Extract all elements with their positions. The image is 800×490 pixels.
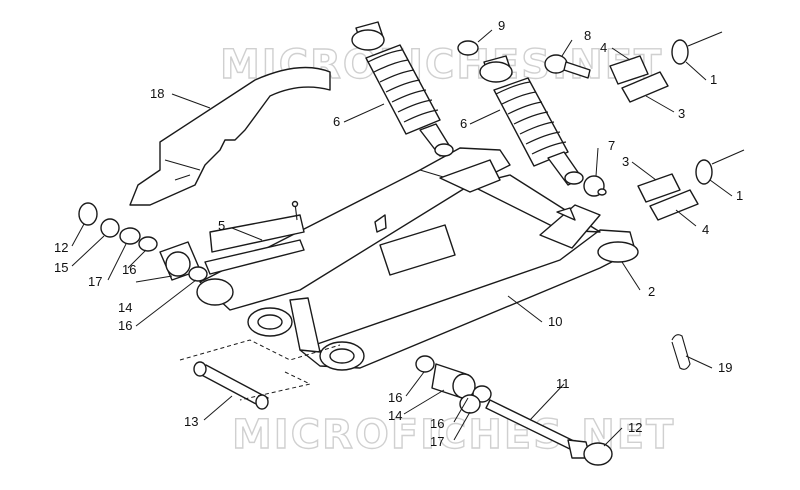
callout-12: 12 xyxy=(628,420,642,435)
callout-3: 3 xyxy=(678,106,685,121)
callout-16: 16 xyxy=(388,390,402,405)
callout-7: 7 xyxy=(608,138,615,153)
callout-15: 15 xyxy=(54,260,68,275)
top-right-hardware xyxy=(457,31,723,103)
callout-16: 16 xyxy=(430,416,444,431)
mid-right-hardware xyxy=(583,149,745,221)
clip-part-19 xyxy=(671,334,691,370)
callout-16: 16 xyxy=(122,262,136,277)
callout-16: 16 xyxy=(118,318,132,333)
callout-4: 4 xyxy=(702,222,709,237)
callout-9: 9 xyxy=(498,18,505,33)
callout-1: 1 xyxy=(736,188,743,203)
callout-4: 4 xyxy=(600,40,607,55)
swingarm-part-10 xyxy=(196,147,636,371)
chain-guard-detail xyxy=(164,159,201,181)
callout-6: 6 xyxy=(333,114,340,129)
callout-17: 17 xyxy=(430,434,444,449)
callout-12: 12 xyxy=(54,240,68,255)
callout-14: 14 xyxy=(118,300,132,315)
chain-guard-part-18 xyxy=(129,66,331,206)
callout-13: 13 xyxy=(184,414,198,429)
shock-absorber-left-part-6 xyxy=(351,21,454,157)
callout-11: 11 xyxy=(556,376,570,391)
callout-8: 8 xyxy=(584,28,591,43)
callout-2: 2 xyxy=(648,284,655,299)
callout-14: 14 xyxy=(388,408,402,423)
callout-labels: 9 8 4 1 3 18 6 6 7 3 1 4 5 12 15 17 16 1… xyxy=(54,18,743,449)
cap-part-12 xyxy=(583,442,613,466)
callout-18: 18 xyxy=(150,86,164,101)
right-pivot-hardware xyxy=(415,355,492,414)
bracket-part-5 xyxy=(204,200,305,275)
shock-absorber-right-part-6 xyxy=(479,55,584,186)
callout-17: 17 xyxy=(88,274,102,289)
leader-lines xyxy=(71,29,733,447)
callout-1: 1 xyxy=(710,72,717,87)
left-pivot-hardware xyxy=(78,202,208,282)
callout-3: 3 xyxy=(622,154,629,169)
callout-6: 6 xyxy=(460,116,467,131)
spacer-tube-part-13 xyxy=(179,339,341,410)
callout-5: 5 xyxy=(218,218,225,233)
cap-part-2 xyxy=(597,241,639,263)
callout-10: 10 xyxy=(548,314,562,329)
callout-19: 19 xyxy=(718,360,732,375)
